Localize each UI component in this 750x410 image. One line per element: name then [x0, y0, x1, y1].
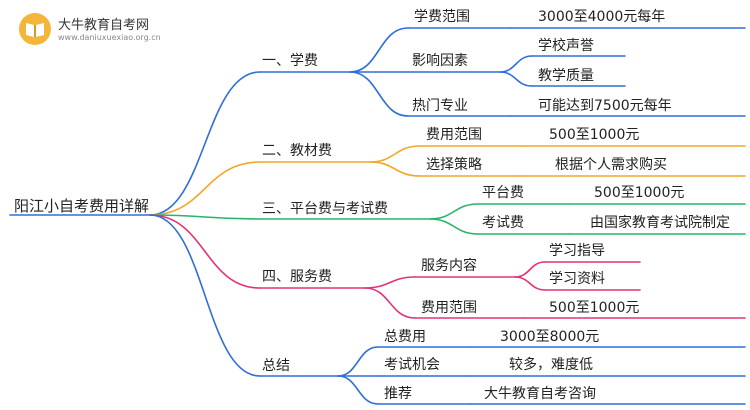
node-summary-total: 总费用 [384, 329, 426, 345]
brand-logo: 大牛教育自考网 www.daniuxuexiao.org.cn [18, 10, 228, 48]
leaf-textbook-range-value: 500至1000元 [549, 127, 640, 143]
leaf-summary-recommend-value: 大牛教育自考咨询 [484, 386, 596, 402]
leaf-service-materials: 学习资料 [549, 271, 605, 287]
leaf-tuition-factor-reputation: 学校声誉 [538, 38, 594, 54]
link-tuition-popular [349, 71, 409, 117]
link-exam-fee [429, 218, 479, 235]
link-factor-quality [499, 71, 533, 87]
node-tuition-factors: 影响因素 [412, 53, 468, 69]
leaf-summary-total-value: 3000至8000元 [500, 329, 600, 345]
leaf-tuition-popular-value: 可能达到7500元每年 [538, 98, 672, 114]
node-tuition-range: 学费范围 [414, 9, 470, 25]
leaf-tuition-factor-quality: 教学质量 [538, 68, 594, 84]
leaf-summary-chances-value: 较多，难度低 [509, 357, 593, 373]
node-service-range: 费用范围 [421, 300, 477, 316]
leaf-exam-fee-value: 由国家教育考试院制定 [590, 215, 730, 231]
link-textbook-range [369, 145, 421, 163]
link-root-summary [149, 214, 261, 377]
link-root-textbook [149, 161, 261, 216]
leaf-service-range-value: 500至1000元 [549, 300, 640, 316]
node-exam-fee: 考试费 [482, 215, 524, 231]
node-summary-chances: 考试机会 [384, 357, 440, 373]
node-tuition-popular: 热门专业 [412, 98, 468, 114]
brand-title: 大牛教育自考网 [58, 18, 150, 33]
branch-tuition: 一、学费 [262, 53, 318, 69]
leaf-tuition-range-value: 3000至4000元每年 [538, 9, 666, 25]
node-summary-recommend: 推荐 [384, 386, 412, 402]
link-platform-fee [429, 203, 479, 220]
root-node: 阳江小自考费用详解 [14, 197, 150, 215]
branch-service: 四、服务费 [262, 269, 332, 285]
node-platform-fee: 平台费 [482, 185, 524, 201]
link-service-range [364, 287, 416, 319]
node-textbook-strategy: 选择策略 [426, 157, 482, 173]
link-textbook-strategy [369, 161, 421, 177]
leaf-platform-fee-value: 500至1000元 [594, 185, 685, 201]
link-root-service [149, 214, 261, 289]
link-summary-recommend [337, 375, 379, 405]
link-factor-reputation [499, 55, 533, 73]
link-root-platform [149, 214, 261, 220]
leaf-service-guidance: 学习指导 [549, 243, 605, 259]
node-textbook-range: 费用范围 [426, 127, 482, 143]
link-service-materials [514, 276, 546, 291]
link-root-tuition [149, 71, 261, 216]
branch-platform-exam: 三、平台费与考试费 [262, 201, 388, 217]
leaf-textbook-strategy-value: 根据个人需求购买 [555, 157, 667, 173]
link-service-content [364, 276, 416, 289]
link-tuition-range [349, 27, 409, 73]
brand-url: www.daniuxuexiao.org.cn [58, 33, 161, 42]
branch-summary: 总结 [262, 358, 290, 374]
link-summary-total [337, 346, 379, 377]
node-service-content: 服务内容 [421, 258, 477, 274]
branch-textbook: 二、教材费 [262, 143, 332, 159]
book-icon [19, 13, 51, 45]
link-service-guidance [514, 261, 546, 278]
